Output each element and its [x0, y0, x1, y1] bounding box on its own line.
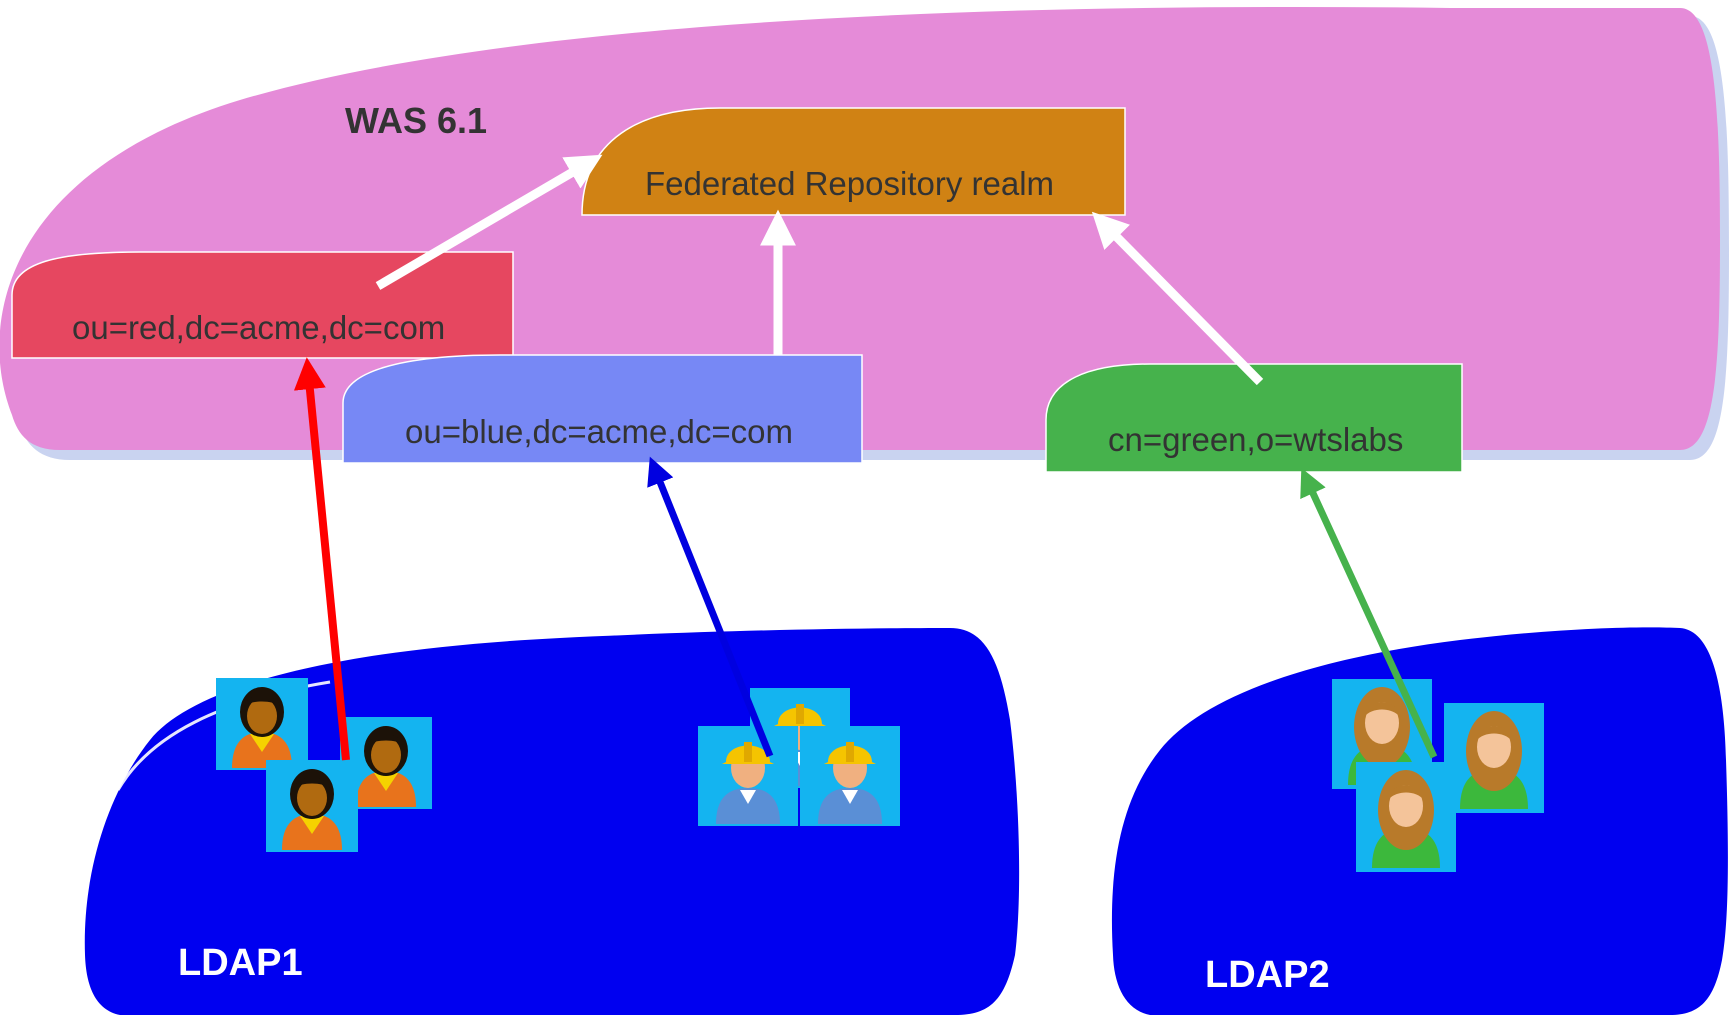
repo-box-green: cn=green,o=wtslabs: [1045, 363, 1463, 473]
arrow-green-ldap-to-repo: [1300, 467, 1438, 759]
arrow-red-ldap-to-repo: [293, 357, 350, 761]
arrow-red-to-federated: [375, 154, 603, 290]
worker-hardhat-user-icon: [698, 726, 798, 826]
ldap2-title: LDAP2: [1205, 954, 1330, 996]
was-title: WAS 6.1: [345, 100, 487, 141]
federated-label: Federated Repository realm: [645, 165, 1054, 202]
repo-box-red: ou=red,dc=acme,dc=com: [11, 251, 514, 359]
woman-user-icon: [266, 760, 358, 852]
repo-label-red: ou=red,dc=acme,dc=com: [72, 309, 445, 346]
woman-green-user-icon: [1444, 703, 1544, 813]
repo-label-green: cn=green,o=wtslabs: [1108, 421, 1403, 458]
federated-repository-box: Federated Repository realm: [581, 107, 1126, 216]
was-region: WAS 6.1: [0, 6, 1729, 460]
worker-hardhat-user-icon: [800, 726, 900, 826]
ldap1-title: LDAP1: [178, 942, 303, 984]
woman-green-user-icon: [1356, 762, 1456, 872]
repo-label-blue: ou=blue,dc=acme,dc=com: [405, 413, 793, 450]
arrow-blue-ldap-to-repo: [647, 456, 774, 758]
arrow-green-to-federated: [1091, 211, 1264, 386]
repo-box-blue: ou=blue,dc=acme,dc=com: [342, 354, 863, 464]
woman-user-icon: [216, 678, 308, 770]
